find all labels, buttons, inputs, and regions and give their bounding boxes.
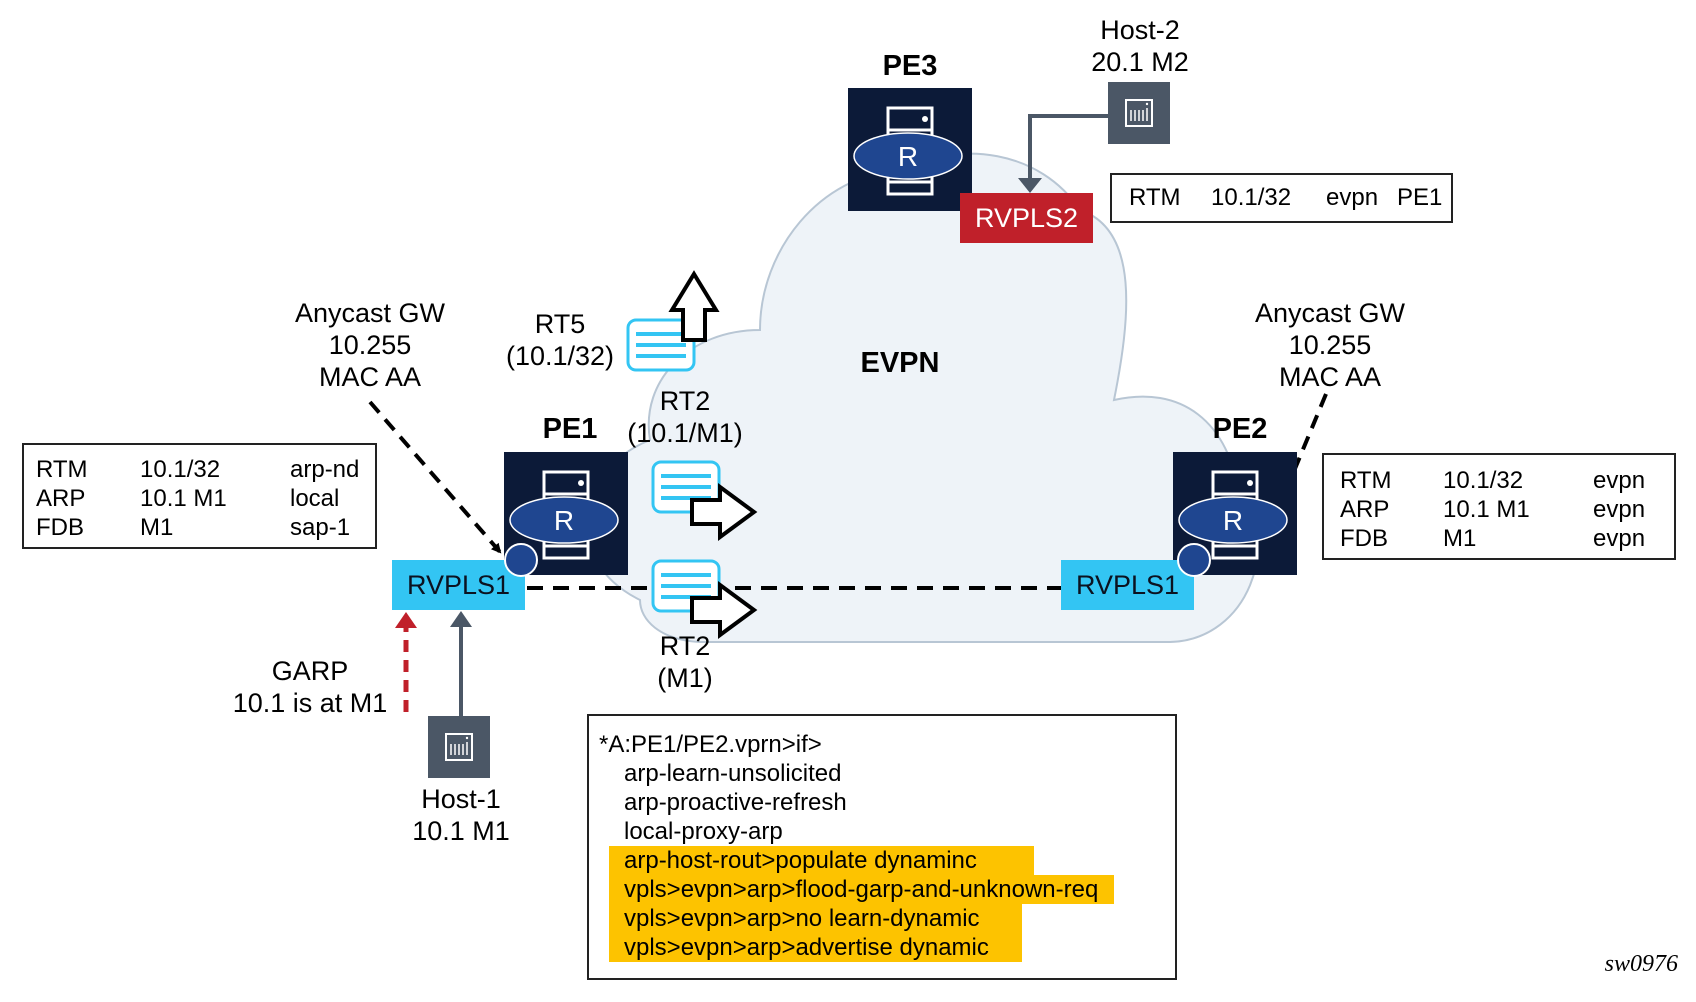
rt2-mac-label-line1: RT2 (659, 631, 711, 661)
table-cell: evpn (1593, 467, 1646, 494)
rt2-ip-label-line2: (10.1/M1) (627, 418, 743, 448)
garp-label-line1: GARP (271, 656, 349, 686)
table-row: ARP 10.1 M1 evpn (1340, 495, 1674, 524)
host-server-icon (1125, 99, 1153, 127)
table-cell: 10.1/32 (1211, 184, 1292, 211)
table-cell: RTM (36, 456, 88, 483)
router-glyph: R (1223, 505, 1243, 536)
rt5-up-arrow-icon (668, 270, 720, 342)
router-icon: R (1178, 470, 1288, 560)
cli-config-line: vpls>evpn>arp>flood-garp-and-unknown-req (609, 875, 1114, 904)
host1-device[interactable] (428, 716, 490, 778)
pe3-rvpls2[interactable]: RVPLS2 (960, 193, 1093, 243)
host2-device[interactable] (1108, 82, 1170, 144)
pe2-rvpls1[interactable]: RVPLS1 (1061, 560, 1194, 610)
table-cell: sap-1 (290, 514, 351, 541)
anycast-right-line1: Anycast GW (1254, 298, 1406, 328)
table-cell: 10.1 M1 (1443, 496, 1530, 523)
pe3-rtm-table: RTM 10.1/32 evpn PE1 (1110, 173, 1453, 223)
table-cell: PE1 (1397, 184, 1443, 211)
figure-id: sw0976 (1604, 951, 1678, 977)
rt5-message-icon (626, 318, 696, 372)
table-cell: ARP (36, 485, 86, 512)
evpn-cloud-label: EVPN (860, 347, 940, 379)
pe1-forwarding-table: RTM 10.1/32 arp-nd ARP 10.1 M1 local FDB… (22, 443, 377, 549)
host2-addr: 20.1 M2 (1091, 47, 1189, 77)
pe1-interface-icon (504, 543, 538, 577)
pe3-router[interactable]: R (848, 88, 972, 211)
host1-addr: 10.1 M1 (412, 816, 510, 846)
router-glyph: R (898, 141, 918, 172)
table-cell: FDB (1340, 525, 1388, 552)
host2-link-arrowhead (1018, 178, 1042, 193)
rt2-mac-label-line2: (M1) (657, 663, 713, 693)
anycast-left-line1: Anycast GW (294, 298, 446, 328)
host-server-icon (445, 733, 473, 761)
pe3-label: PE3 (882, 50, 938, 82)
cli-config-line: arp-proactive-refresh (624, 789, 847, 816)
rt2-ip-right-arrow-icon (690, 483, 758, 541)
cli-config-line: arp-host-rout>populate dynaminc (609, 846, 1034, 875)
pe2-label: PE2 (1212, 413, 1268, 445)
pe2-forwarding-table: RTM 10.1/32 evpn ARP 10.1 M1 evpn FDB M1… (1322, 453, 1676, 560)
cli-config-line: arp-learn-unsolicited (624, 760, 842, 787)
table-row: ARP 10.1 M1 local (36, 484, 375, 513)
table-cell: 10.1/32 (1443, 467, 1524, 494)
table-cell: evpn (1593, 496, 1646, 523)
anycast-right-line3: MAC AA (1278, 362, 1382, 392)
cli-config-line: vpls>evpn>arp>no learn-dynamic (609, 904, 1022, 933)
cli-config-line: local-proxy-arp (624, 818, 783, 845)
anycast-left-connector (368, 400, 502, 554)
table-cell: ARP (1340, 496, 1390, 523)
table-cell: local (290, 485, 340, 512)
table-cell: M1 (1443, 525, 1477, 552)
pe1-router[interactable]: R (504, 452, 628, 575)
router-icon: R (853, 106, 963, 196)
table-cell: RTM (1129, 184, 1181, 211)
anycast-right-line2: 10.255 (1288, 330, 1372, 360)
table-cell: evpn (1593, 525, 1646, 552)
host2-name: Host-2 (1100, 15, 1180, 45)
router-glyph: R (554, 505, 574, 536)
cli-config-box: *A:PE1/PE2.vprn>if> arp-learn-unsolicite… (587, 714, 1177, 980)
pe2-interface-icon (1177, 543, 1211, 577)
garp-arrowhead (395, 612, 417, 628)
router-icon: R (509, 470, 619, 560)
pe1-rvpls1[interactable]: RVPLS1 (392, 560, 525, 610)
table-row: RTM 10.1/32 evpn (1340, 466, 1674, 495)
anycast-left-line2: 10.255 (328, 330, 412, 360)
table-cell: FDB (36, 514, 84, 541)
rt5-label-line1: RT5 (534, 309, 586, 339)
table-cell: 10.1/32 (140, 456, 221, 483)
table-cell: RTM (1340, 467, 1392, 494)
table-row: RTM 10.1/32 evpn PE1 (1112, 175, 1451, 212)
host1-name: Host-1 (421, 784, 501, 814)
table-row: FDB M1 sap-1 (36, 513, 375, 542)
table-cell: arp-nd (290, 456, 360, 483)
table-row: FDB M1 evpn (1340, 524, 1674, 553)
host2-link (1028, 114, 1108, 180)
pe1-label: PE1 (542, 413, 598, 445)
anycast-left-line3: MAC AA (318, 362, 422, 392)
cli-config-line: vpls>evpn>arp>advertise dynamic (609, 933, 1022, 962)
rt2-mac-right-arrow-icon (690, 581, 758, 639)
host1-link-arrowhead (450, 611, 472, 627)
rt2-ip-label-line1: RT2 (659, 386, 711, 416)
table-cell: M1 (140, 514, 174, 541)
rt5-label-line2: (10.1/32) (505, 341, 615, 371)
table-cell: evpn (1326, 184, 1379, 211)
garp-label-line2: 10.1 is at M1 (232, 688, 388, 718)
table-cell: 10.1 M1 (140, 485, 227, 512)
cli-prompt: *A:PE1/PE2.vprn>if> (599, 731, 822, 758)
table-row: RTM 10.1/32 arp-nd (36, 455, 375, 484)
